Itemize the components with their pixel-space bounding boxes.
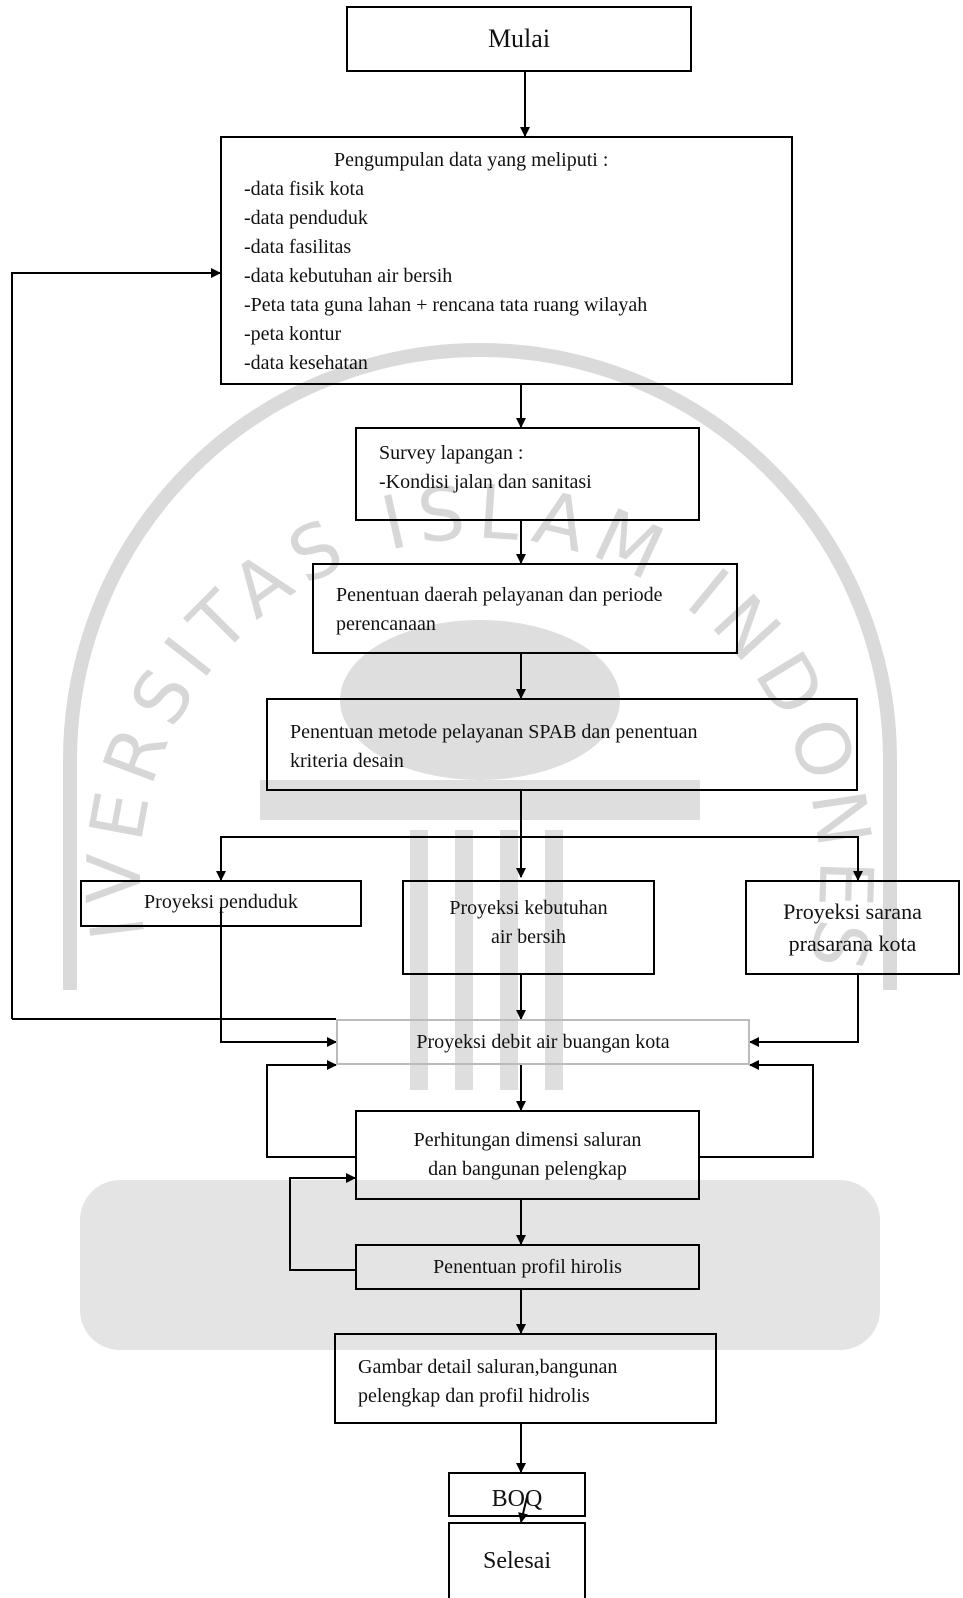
node-proyeksi-penduduk: Proyeksi penduduk — [80, 880, 362, 927]
arrow-penduduk-debit — [220, 907, 337, 1047]
proyeksi-sarana-line-1: Proyeksi sarana — [783, 899, 922, 924]
gambar-line-2: pelengkap dan profil hidrolis — [358, 1385, 590, 1407]
watermark-pillar-3 — [500, 830, 518, 1090]
node-proyeksi-sarana: Proyeksi sarana prasarana kota — [745, 880, 960, 975]
pengumpulan-item: -peta kontur — [244, 323, 342, 345]
metode-line-1: Penentuan metode pelayanan SPAB dan pene… — [290, 721, 698, 743]
pengumpulan-item: -Peta tata guna lahan + rencana tata rua… — [244, 294, 648, 316]
node-proyeksi-kebutuhan: Proyeksi kebutuhan air bersih — [402, 880, 655, 975]
loop-perhitungan-debit-left — [266, 1060, 355, 1158]
proyeksi-debit-label: Proyeksi debit air buangan kota — [416, 1031, 670, 1053]
watermark-calligraphy — [80, 1180, 880, 1350]
watermark-pillar-1 — [410, 830, 428, 1090]
perhitungan-line-2: dan bangunan pelengkap — [428, 1158, 627, 1180]
gambar-line-1: Gambar detail saluran,bangunan — [358, 1356, 618, 1378]
proyeksi-penduduk-label: Proyeksi penduduk — [144, 891, 298, 913]
node-pengumpulan-data: Pengumpulan data yang meliputi : -data f… — [220, 136, 793, 385]
node-gambar-detail: Gambar detail saluran,bangunan pelengkap… — [334, 1333, 717, 1424]
connector-split-branches — [220, 836, 859, 877]
watermark-pillar-4 — [545, 830, 563, 1090]
feedback-loop-to-pengumpulan — [11, 268, 221, 1019]
arrow-boq-selesai — [518, 1496, 528, 1523]
boq-label: BOQ — [491, 1486, 543, 1512]
pengumpulan-item: -data kesehatan — [244, 352, 368, 374]
pengumpulan-item: -data fasilitas — [244, 236, 352, 258]
perhitungan-line-1: Perhitungan dimensi saluran — [413, 1129, 642, 1151]
selesai-label: Selesai — [483, 1548, 551, 1574]
survey-line-2: -Kondisi jalan dan sanitasi — [379, 471, 592, 493]
watermark-pillar-2 — [455, 830, 473, 1090]
node-penentuan-metode: Penentuan metode pelayanan SPAB dan pene… — [266, 698, 858, 791]
node-penentuan-profil: Penentuan profil hirolis — [355, 1244, 700, 1290]
watermark-outer-ring — [63, 343, 897, 990]
pengumpulan-item: -data penduduk — [244, 207, 368, 229]
survey-line-1: Survey lapangan : — [379, 442, 524, 464]
daerah-line-2: perencanaan — [336, 613, 436, 635]
node-penentuan-daerah: Penentuan daerah pelayanan dan periode p… — [312, 563, 738, 654]
proyeksi-kebutuhan-line-2: air bersih — [491, 926, 566, 948]
pengumpulan-item: -data fisik kota — [244, 178, 364, 200]
watermark-band — [260, 780, 700, 820]
loop-profil-perhitungan — [289, 1173, 356, 1271]
node-selesai: Selesai — [448, 1522, 586, 1598]
proyeksi-sarana-line-2: prasarana kota — [788, 931, 917, 956]
metode-line-2: kriteria desain — [290, 750, 404, 772]
node-perhitungan-dimensi: Perhitungan dimensi saluran dan bangunan… — [355, 1110, 700, 1200]
loop-perhitungan-debit-right — [700, 1060, 814, 1158]
mulai-label: Mulai — [487, 24, 551, 53]
profil-label: Penentuan profil hirolis — [433, 1256, 622, 1278]
watermark-dome — [340, 620, 620, 780]
node-proyeksi-debit: Proyeksi debit air buangan kota — [336, 1019, 750, 1065]
proyeksi-kebutuhan-line-1: Proyeksi kebutuhan — [449, 897, 608, 919]
daerah-line-1: Penentuan daerah pelayanan dan periode — [336, 584, 663, 606]
node-boq: BOQ — [448, 1472, 586, 1517]
node-mulai: Mulai — [346, 6, 692, 72]
pengumpulan-title: Pengumpulan data yang meliputi : — [334, 149, 609, 171]
arrow-sarana-debit — [749, 975, 859, 1047]
node-survey-lapangan: Survey lapangan : -Kondisi jalan dan san… — [355, 427, 700, 521]
pengumpulan-item: -data kebutuhan air bersih — [244, 265, 453, 287]
